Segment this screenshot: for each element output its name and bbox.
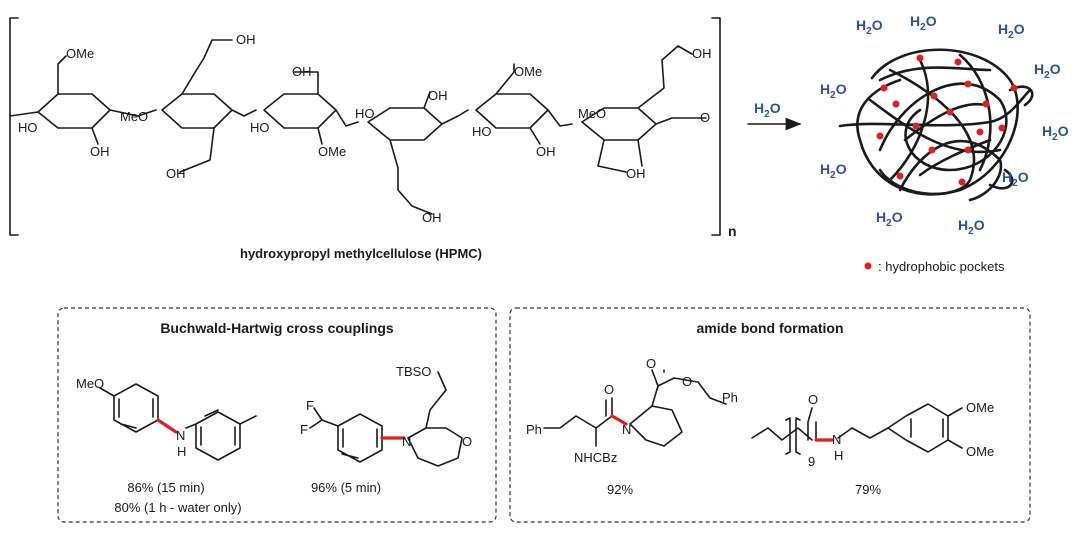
panel-amide: amide bond formation Ph O N NHCBz O O Ph… <box>509 307 1031 523</box>
label-ho-3: HO <box>250 120 270 135</box>
label-ome-5: OMe <box>514 64 542 79</box>
yield-2: 96% (5 min) <box>311 480 381 495</box>
hydrophobic-pockets <box>876 54 1018 186</box>
label-nhcbz: NHCBz <box>574 450 617 465</box>
pocket-dot <box>982 100 990 108</box>
water-label-3: H2O <box>998 21 1025 41</box>
pocket-dot <box>976 128 984 136</box>
pocket-dot <box>896 172 904 180</box>
label-oh-1: OH <box>90 144 110 159</box>
pocket-dot <box>954 58 962 66</box>
label-n-pro: N <box>622 422 631 437</box>
water-label-10: H2O <box>958 217 985 237</box>
label-oh-3a: OH <box>292 64 312 79</box>
water-label-8: H2O <box>1002 169 1029 189</box>
water-label-2: H2O <box>910 13 937 33</box>
hpmc-structure: n OMe HO OH MeO OH OH OH HO OMe HO OH OH… <box>9 17 737 261</box>
amide-bond-highlight-1 <box>610 414 628 426</box>
label-f2: F <box>306 398 314 413</box>
water-label-6: H2O <box>1042 123 1069 143</box>
label-o-amide: O <box>808 392 818 407</box>
pocket-dot <box>958 178 966 186</box>
right-bracket <box>711 17 721 236</box>
compound-morpholine: F F N O TBSO 96% (5 min) <box>300 364 472 495</box>
compound-dipeptide: Ph O N NHCBz O O Ph 92% <box>526 356 738 497</box>
panel-buchwald-title: Buchwald-Hartwig cross couplings <box>160 320 394 336</box>
compound-fatty-amide: O 9 N H OMe OMe 79% <box>751 392 994 497</box>
label-meo: MeO <box>76 376 104 391</box>
label-h-amide: H <box>834 448 843 463</box>
label-o-link: O <box>700 110 710 125</box>
water-label-4: H2O <box>1034 61 1061 81</box>
yield-4: 79% <box>855 482 881 497</box>
pocket-dot <box>930 92 938 100</box>
panel-buchwald-border <box>57 307 497 523</box>
label-ome-1: OMe <box>66 46 94 61</box>
repeat-n-label: n <box>728 223 737 239</box>
legend-pocket-dot <box>864 262 872 270</box>
label-subscript-9: 9 <box>808 454 815 469</box>
water-label-5: H2O <box>820 81 847 101</box>
water-label-9: H2O <box>876 209 903 229</box>
label-oh-2b: OH <box>166 166 186 181</box>
pocket-dot <box>880 84 888 92</box>
micelle: H2O H2O H2O H2O H2O H2O H2O H2O H2O H2O … <box>820 13 1069 274</box>
label-o2: O <box>646 356 656 371</box>
label-tbso: TBSO <box>396 364 431 379</box>
panel-buchwald: Buchwald-Hartwig cross couplings MeO N H… <box>57 307 497 523</box>
panel-amide-border <box>509 307 1031 523</box>
panel-amide-title: amide bond formation <box>697 320 844 336</box>
water-label-7: H2O <box>820 161 847 181</box>
label-oh-4b: OH <box>422 210 442 225</box>
polymer-backbone <box>9 39 707 215</box>
label-n-amide: N <box>832 432 841 447</box>
pocket-dot <box>946 108 954 116</box>
pocket-dot <box>876 132 884 140</box>
label-oh-5: OH <box>536 144 556 159</box>
water-label-1: H2O <box>856 17 883 37</box>
pocket-dot <box>928 146 936 154</box>
label-oh-6a: OH <box>692 46 712 61</box>
label-ph2: Ph <box>722 390 738 405</box>
label-meo-2: MeO <box>120 109 148 124</box>
label-oh-6b: OH <box>626 166 646 181</box>
compound-diarylamine: MeO N H 86% (15 min) 80% (1 h - water on… <box>76 376 257 515</box>
label-ome-3: OMe <box>318 144 346 159</box>
pocket-dot <box>998 124 1006 132</box>
label-oh-2a: OH <box>236 32 256 47</box>
label-oh-4a: OH <box>428 88 448 103</box>
left-bracket <box>9 17 19 236</box>
label-ho-1: HO <box>18 120 38 135</box>
label-ome-2: OMe <box>966 444 994 459</box>
legend-text: : hydrophobic pockets <box>878 259 1005 274</box>
polymer-tangle <box>838 48 1034 202</box>
pocket-dot <box>1010 84 1018 92</box>
label-n-morph: N <box>402 434 411 449</box>
yield-3: 92% <box>607 482 633 497</box>
label-o1: O <box>604 382 614 397</box>
label-n: N <box>176 428 185 443</box>
label-ho-4: HO <box>355 106 375 121</box>
label-ome-1: OMe <box>966 400 994 415</box>
cn-bond-highlight-1 <box>156 418 178 434</box>
hpmc-caption: hydroxypropyl methylcellulose (HPMC) <box>240 246 482 261</box>
yield-1a: 86% (15 min) <box>127 480 204 495</box>
label-ph1: Ph <box>526 422 542 437</box>
pocket-dot <box>916 54 924 62</box>
yield-1b: 80% (1 h - water only) <box>114 500 241 515</box>
pocket-dot <box>964 146 972 154</box>
pocket-dot <box>892 100 900 108</box>
label-h: H <box>177 444 186 459</box>
label-f1: F <box>300 422 308 437</box>
pocket-dot <box>912 122 920 130</box>
label-meo-6: MeO <box>578 106 606 121</box>
label-o3: O <box>682 374 692 389</box>
arrow-water-label: H2O <box>754 100 781 120</box>
pocket-dot <box>964 80 972 88</box>
label-o-morph: O <box>462 434 472 449</box>
reaction-arrow: H2O <box>747 100 802 131</box>
label-ho-5: HO <box>472 124 492 139</box>
